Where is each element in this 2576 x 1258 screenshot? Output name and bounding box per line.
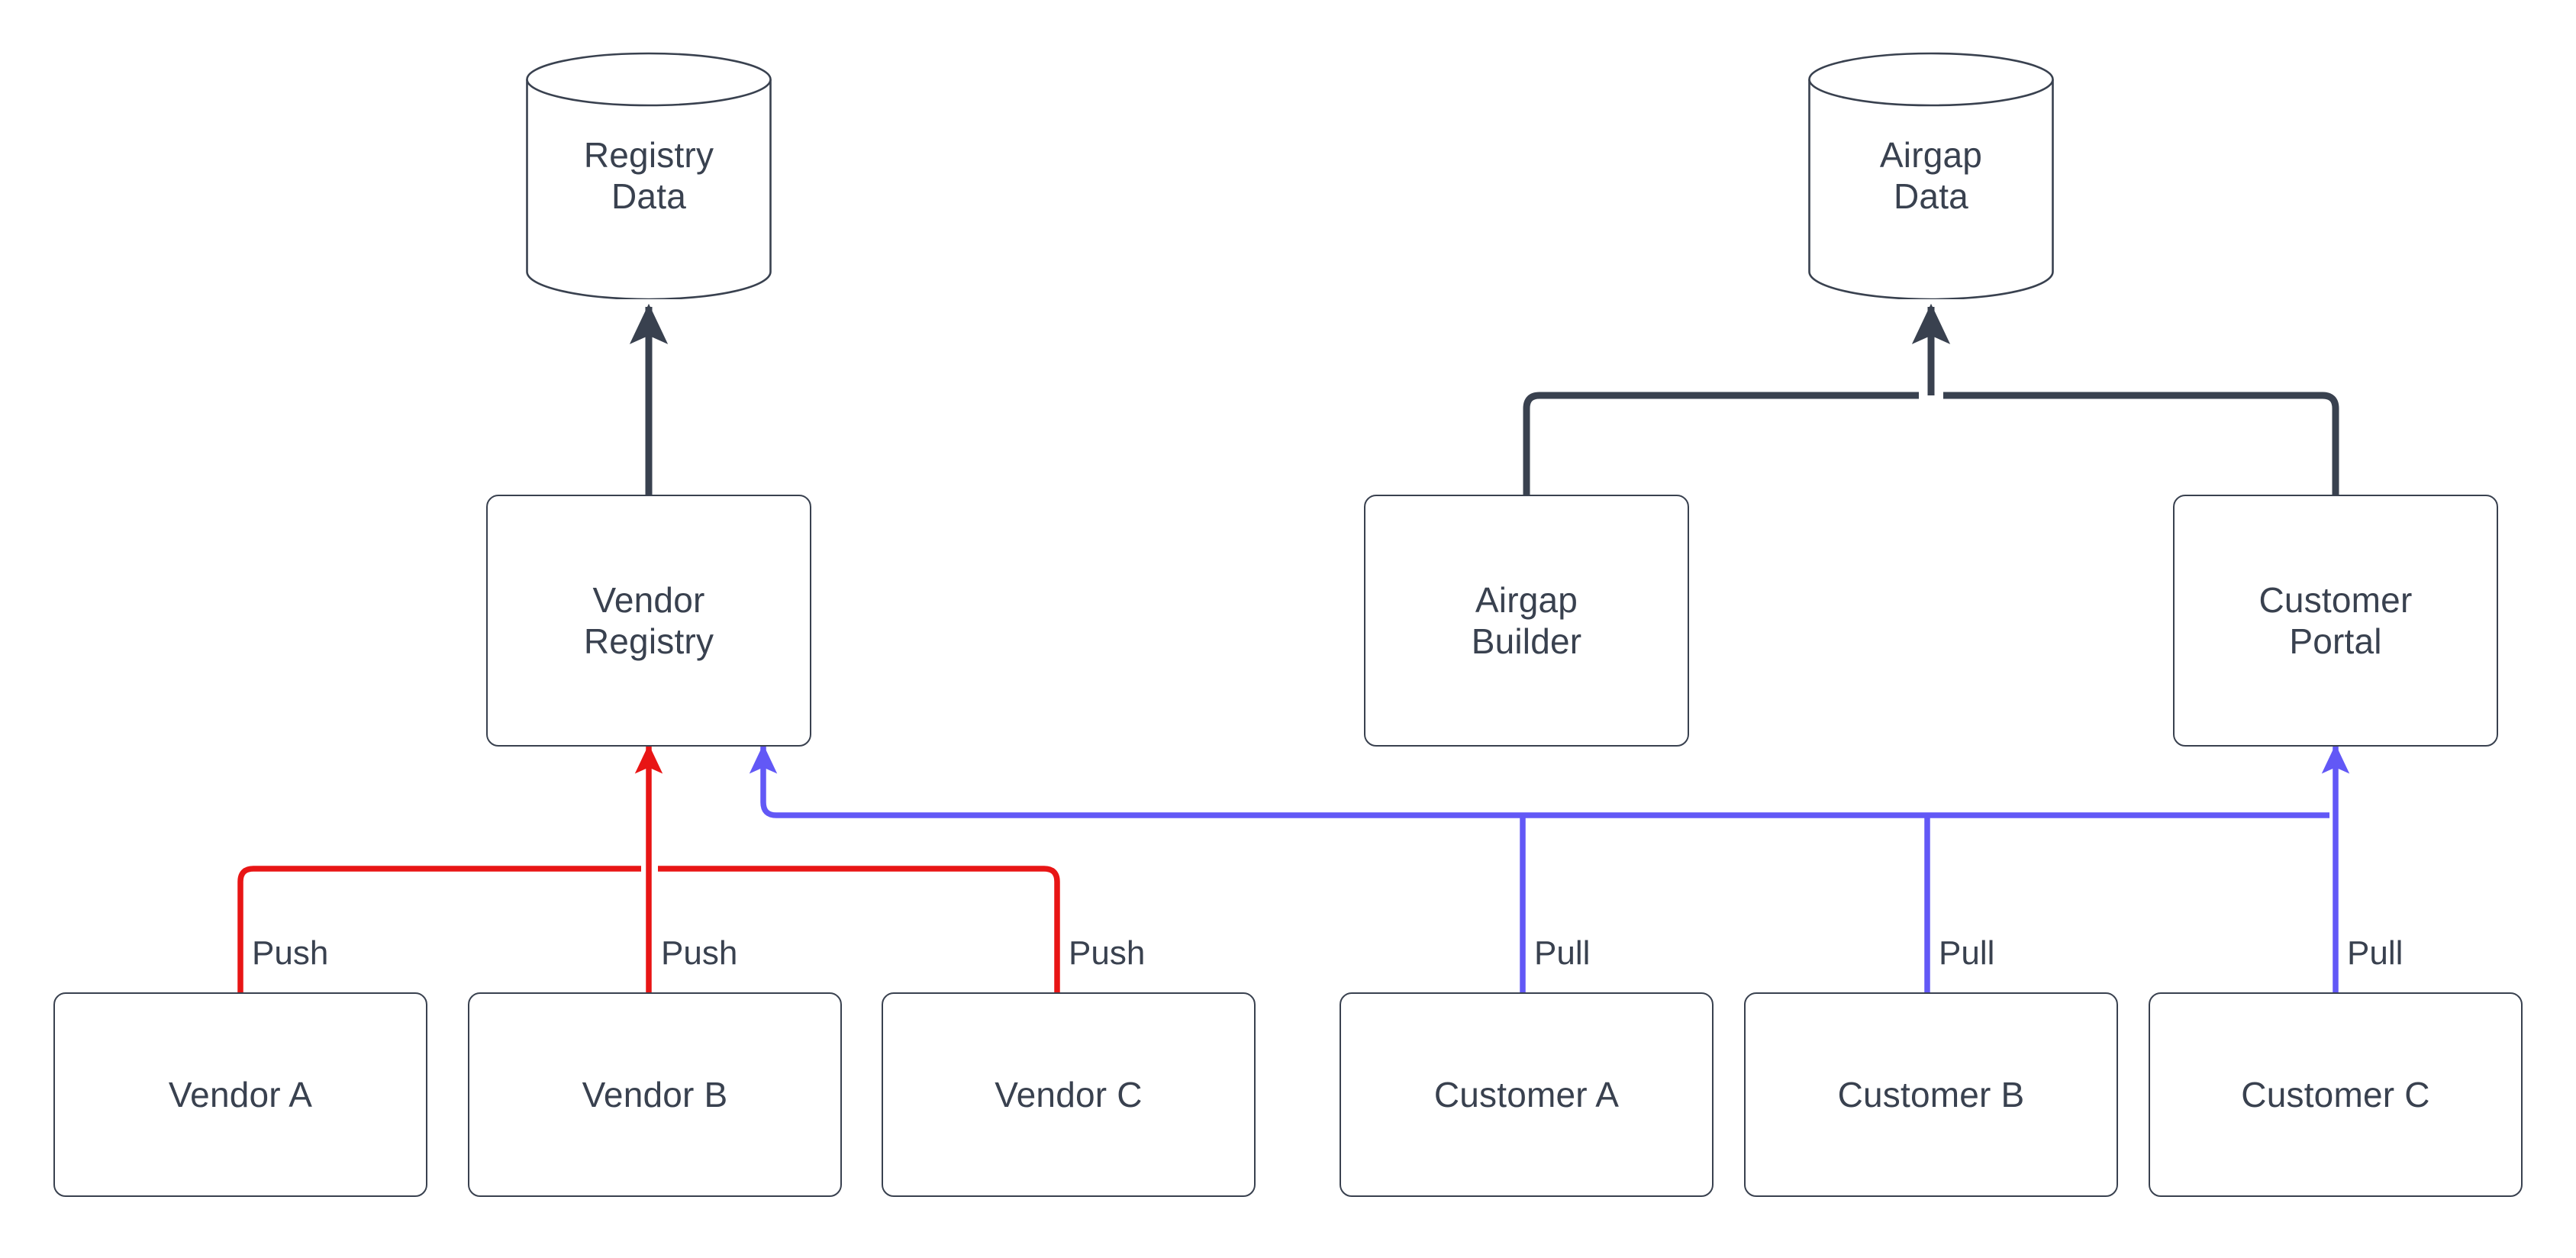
service-label-line1: Vendor xyxy=(592,579,705,620)
service-customer-portal[interactable]: Customer Portal xyxy=(2173,495,2498,747)
edge-airgap-builder-to-airgap-data xyxy=(1523,392,1919,495)
edge-vendor-c-push xyxy=(658,866,1060,992)
cylinder-shape-registry-data xyxy=(526,52,772,299)
datastore-airgap-data[interactable]: Airgap Data xyxy=(1807,52,2055,299)
actor-vendor-b-label: Vendor B xyxy=(582,1074,728,1114)
service-label-line1: Airgap xyxy=(1475,579,1578,620)
edge-customer-portal-to-airgap-data xyxy=(1943,392,2339,495)
cylinder-shape-airgap-data xyxy=(1808,52,2054,299)
edge-label-vendor-c-push: Push xyxy=(1069,934,1146,972)
edge-pull-bus-to-vendor-registry xyxy=(749,744,778,818)
datastore-label-line1: Registry xyxy=(583,134,714,175)
edge-label-customer-a-pull: Pull xyxy=(1534,934,1591,972)
service-vendor-registry[interactable]: Vendor Registry xyxy=(486,495,811,747)
datastore-label-line1: Airgap xyxy=(1879,134,1983,175)
edge-label-vendor-b-push: Push xyxy=(661,934,738,972)
service-customer-portal-label: Customer Portal xyxy=(2259,579,2413,663)
datastore-registry-data[interactable]: Registry Data xyxy=(525,52,772,299)
actor-vendor-b[interactable]: Vendor B xyxy=(468,992,842,1197)
actor-customer-a-label: Customer A xyxy=(1433,1074,1620,1114)
datastore-label-line2: Data xyxy=(1894,176,1968,216)
service-label-line2: Portal xyxy=(2289,621,2382,661)
actor-vendor-c[interactable]: Vendor C xyxy=(882,992,1256,1197)
service-label-line2: Registry xyxy=(583,621,714,661)
actor-customer-b-label: Customer B xyxy=(1837,1074,2025,1114)
actor-customer-b[interactable]: Customer B xyxy=(1744,992,2118,1197)
service-label-line2: Builder xyxy=(1471,621,1582,661)
service-airgap-builder-label: Airgap Builder xyxy=(1472,579,1582,663)
service-label-line1: Customer xyxy=(2258,579,2413,620)
edge-label-customer-c-pull: Pull xyxy=(2347,934,2404,972)
actor-vendor-c-label: Vendor C xyxy=(995,1074,1143,1114)
datastore-label-line2: Data xyxy=(611,176,686,216)
actor-customer-c-label: Customer C xyxy=(2241,1074,2430,1114)
actor-vendor-a[interactable]: Vendor A xyxy=(53,992,427,1197)
service-airgap-builder[interactable]: Airgap Builder xyxy=(1364,495,1689,747)
service-vendor-registry-label: Vendor Registry xyxy=(584,579,714,663)
actor-vendor-a-label: Vendor A xyxy=(168,1074,313,1114)
edge-vendor-a-push xyxy=(237,866,641,992)
datastore-airgap-data-label: Airgap Data xyxy=(1880,134,1982,218)
edge-label-vendor-a-push: Push xyxy=(252,934,329,972)
edge-label-customer-b-pull: Pull xyxy=(1939,934,1995,972)
datastore-registry-data-label: Registry Data xyxy=(584,134,714,218)
actor-customer-a[interactable]: Customer A xyxy=(1340,992,1714,1197)
actor-customer-c[interactable]: Customer C xyxy=(2149,992,2523,1197)
